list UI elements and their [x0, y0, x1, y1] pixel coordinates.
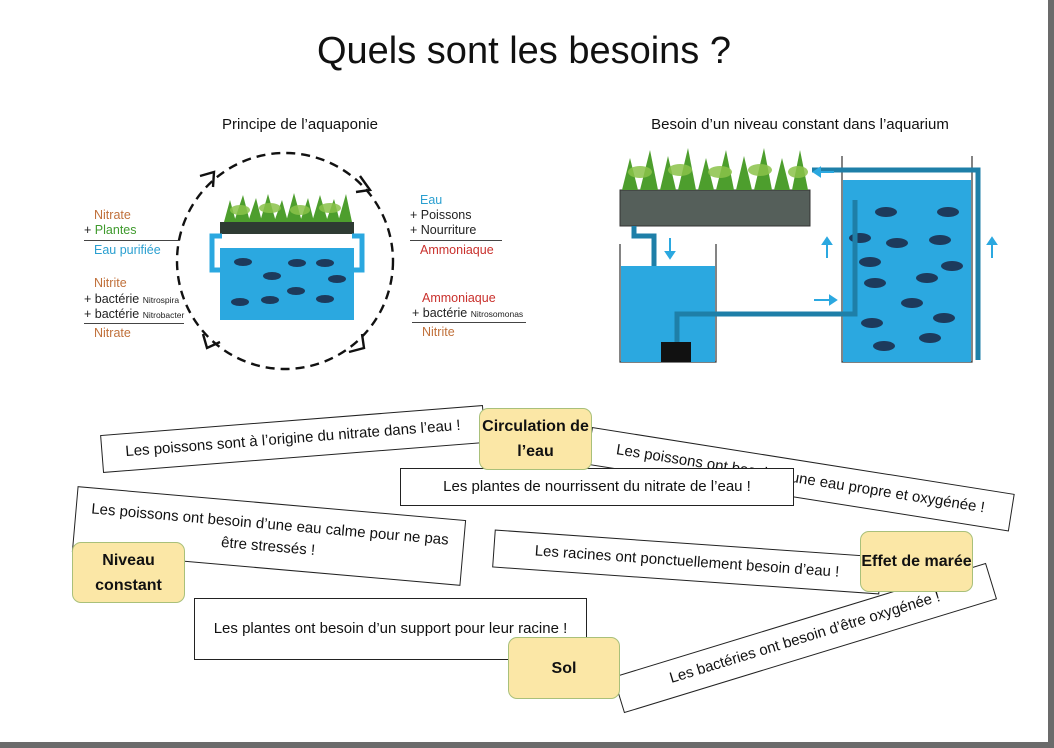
aquaponics-cycle-illustration	[175, 148, 998, 371]
divider-line	[84, 323, 184, 324]
label-plantes: Plantes	[94, 223, 137, 237]
label-nitrobacter: Nitrobacter	[142, 310, 185, 320]
plant-tray	[220, 222, 354, 234]
label-nitrite-in: Nitrite	[94, 276, 127, 290]
label-nitrite-out: Nitrite	[422, 325, 455, 339]
label-ammoniaque-in: Ammoniaque	[422, 291, 496, 305]
label-nitrosomonas-line: + bactérie Nitrosomonas	[412, 306, 523, 322]
aquarium-water	[843, 180, 971, 362]
plants-left-light	[230, 203, 341, 215]
label-eau: Eau	[420, 193, 443, 207]
label-nitrospira-line: + bactérie Nitrospira	[84, 292, 179, 308]
label-plantes-line: + Plantes	[84, 223, 137, 238]
divider-line	[84, 240, 180, 241]
divider-line	[412, 322, 526, 323]
label-nitrate-out: Nitrate	[94, 326, 131, 340]
label-poissons: + Poissons	[410, 208, 472, 222]
tag-circulation-eau[interactable]: Circulation de l’eau	[479, 408, 592, 470]
card-racines-eau[interactable]: Les racines ont ponctuellement besoin d’…	[492, 529, 882, 595]
label-ammoniaque-out: Ammoniaque	[420, 243, 494, 257]
cycle-circle	[175, 151, 395, 371]
label-nitrospira: Nitrospira	[142, 295, 180, 305]
tag-effet-de-maree[interactable]: Effet de marée	[860, 531, 973, 592]
label-nitrobacter-line: + bactérie Nitrobacter	[84, 307, 184, 323]
label-bacterie: + bactérie	[412, 306, 468, 320]
label-bacterie: + bactérie	[84, 307, 140, 321]
label-nitrate-in: Nitrate	[94, 208, 131, 222]
fish-group-left	[231, 258, 346, 306]
plus-sign: +	[84, 223, 92, 237]
pipe-pump-to-aquarium	[674, 200, 858, 342]
label-nitrosomonas: Nitrosomonas	[470, 309, 524, 319]
label-nourriture: + Nourriture	[410, 223, 477, 237]
grow-bed	[619, 189, 811, 227]
figure-right-caption: Besoin d’un niveau constant dans l’aquar…	[651, 116, 949, 133]
divider-line	[410, 240, 502, 241]
card-plantes-nitrate[interactable]: Les plantes de nourrissent du nitrate de…	[400, 468, 794, 506]
plants-right-light	[628, 164, 808, 178]
return-pipe	[209, 233, 365, 273]
label-bacterie: + bactérie	[84, 292, 140, 306]
cycle-arrow-top-left	[199, 170, 216, 188]
tag-sol[interactable]: Sol	[508, 637, 620, 699]
cycle-arrow-top-right	[355, 175, 373, 194]
pipe-aquarium-to-bed	[812, 167, 981, 360]
page-title: Quels sont les besoins ?	[316, 30, 731, 72]
cycle-arrow-bottom-left	[201, 333, 221, 350]
pump	[661, 342, 691, 362]
card-poissons-nitrate[interactable]: Les poissons sont à l’origine du nitrate…	[100, 404, 486, 474]
label-eau-purifiee: Eau purifiée	[94, 243, 161, 257]
flow-arrows	[664, 166, 998, 306]
tag-niveau-constant[interactable]: Niveau constant	[72, 542, 185, 603]
pipe-bed-to-sump	[631, 226, 657, 266]
cycle-arrow-bottom-right	[348, 333, 366, 354]
figure-left-caption: Principe de l’aquaponie	[222, 116, 378, 133]
